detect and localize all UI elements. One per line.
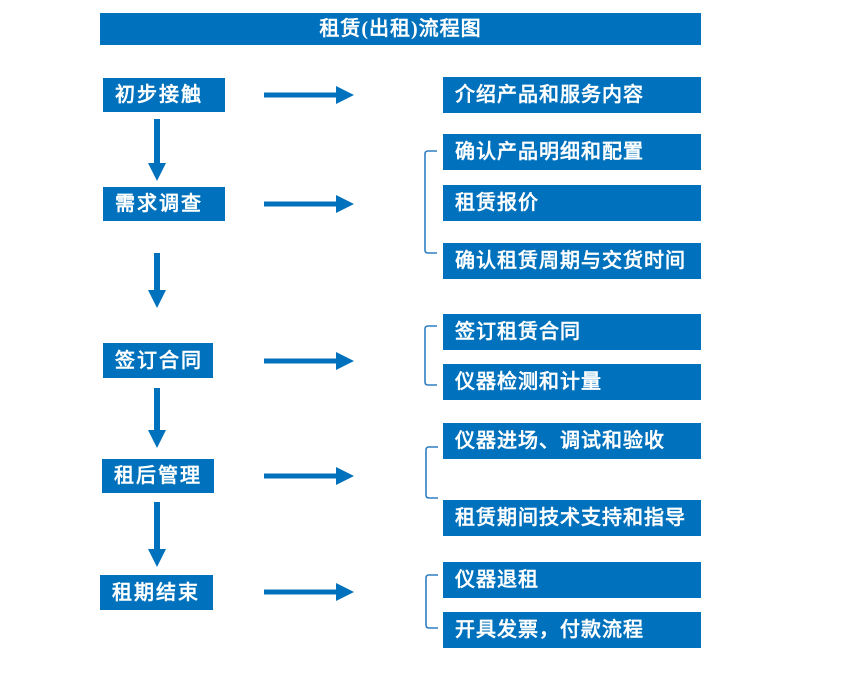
stage-box-rental-end: 租期结束 [100, 575, 213, 610]
substep-box: 签订租赁合同 [443, 314, 701, 350]
substep-box: 开具发票，付款流程 [443, 612, 701, 648]
stage-box-demand-survey: 需求调查 [103, 187, 225, 221]
diagram-title: 租赁(出租)流程图 [100, 13, 701, 45]
group-bracket-icon [424, 150, 438, 629]
stage-box-sign-contract: 签订合同 [103, 343, 213, 378]
substep-box: 介绍产品和服务内容 [443, 77, 701, 113]
substep-box: 确认产品明细和配置 [443, 134, 701, 170]
substep-box: 仪器检测和计量 [443, 364, 701, 400]
arrow-right-icon [264, 86, 354, 601]
substep-box: 确认租赁周期与交货时间 [443, 243, 701, 279]
substep-box: 仪器进场、调试和验收 [443, 423, 701, 459]
substep-box: 租赁报价 [443, 185, 701, 221]
substep-box: 租赁期间技术支持和指导 [443, 500, 701, 536]
stage-box-initial-contact: 初步接触 [103, 78, 225, 112]
substep-box: 仪器退租 [443, 562, 701, 598]
stage-box-post-rental-management: 租后管理 [102, 459, 214, 493]
